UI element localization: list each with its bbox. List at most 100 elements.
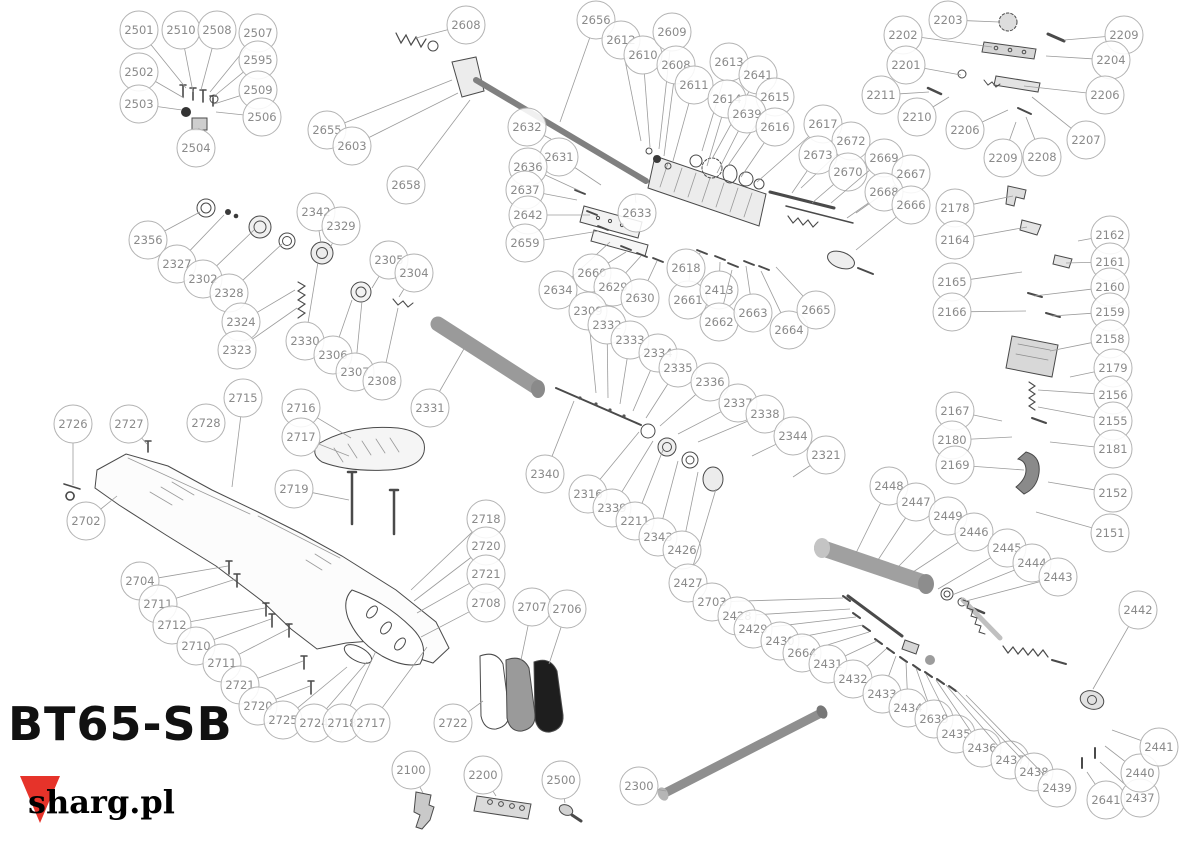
svg-text:2436: 2436	[967, 741, 996, 755]
callout-2329: 2329	[321, 206, 361, 249]
svg-text:2502: 2502	[124, 65, 153, 79]
svg-text:2658: 2658	[391, 178, 420, 192]
trigger-blade	[1015, 451, 1040, 495]
svg-text:2721: 2721	[471, 567, 500, 581]
svg-text:2211: 2211	[866, 88, 895, 102]
sharg-logo: sharg.pl	[20, 776, 175, 823]
cheek-pad	[314, 426, 425, 471]
svg-text:2300: 2300	[624, 779, 653, 793]
callout-2708: 2708	[420, 583, 506, 638]
sharg-logo-text: sharg.pl	[28, 783, 175, 821]
svg-text:2703: 2703	[697, 595, 726, 609]
svg-text:2510: 2510	[166, 23, 195, 37]
svg-text:2340: 2340	[530, 467, 559, 481]
svg-text:2342: 2342	[301, 205, 330, 219]
svg-text:2449: 2449	[933, 509, 962, 523]
svg-text:2717: 2717	[356, 716, 385, 730]
svg-text:2200: 2200	[468, 768, 497, 782]
callout-2611: 2611	[672, 65, 714, 162]
cylinder-tube	[430, 316, 544, 395]
callout-2446: 2446	[912, 512, 994, 573]
svg-text:2302: 2302	[188, 272, 217, 286]
barrel-2300	[658, 708, 826, 799]
svg-text:2724: 2724	[299, 716, 328, 730]
muzzle-brake	[451, 56, 485, 98]
svg-text:2321: 2321	[811, 448, 840, 462]
svg-text:2447: 2447	[901, 495, 930, 509]
callout-2501: 2501	[119, 10, 187, 89]
butt-pad-dark	[533, 659, 564, 733]
svg-text:2629: 2629	[598, 280, 627, 294]
svg-text:2673: 2673	[803, 148, 832, 162]
svg-text:2595: 2595	[243, 53, 272, 67]
callout-2500: 2500	[541, 760, 581, 804]
callout-2200: 2200	[463, 755, 503, 797]
svg-text:2440: 2440	[1125, 766, 1154, 780]
callout-2718: 2718	[322, 650, 377, 743]
svg-text:2338: 2338	[750, 407, 779, 421]
svg-text:2630: 2630	[625, 291, 654, 305]
svg-text:2209: 2209	[988, 151, 1017, 165]
callout-2447: 2447	[877, 482, 936, 561]
callout-2178: 2178	[935, 188, 1014, 228]
callout-2703: 2703	[692, 582, 844, 622]
svg-text:2331: 2331	[415, 401, 444, 415]
callout-2641: 2641	[1086, 771, 1126, 820]
svg-text:2435: 2435	[941, 727, 970, 741]
svg-text:2631: 2631	[544, 150, 573, 164]
callout-2595: 2595	[211, 40, 278, 99]
svg-text:2717: 2717	[286, 430, 315, 444]
svg-text:2443: 2443	[1043, 570, 1072, 584]
callout-2655: 2655	[307, 79, 453, 150]
svg-text:2206: 2206	[950, 123, 979, 137]
callout-2664: 2664	[760, 270, 809, 350]
svg-text:2448: 2448	[874, 479, 903, 493]
svg-text:2655: 2655	[312, 123, 341, 137]
receiver-hatch	[659, 162, 753, 218]
svg-text:2727: 2727	[114, 417, 143, 431]
svg-text:2704: 2704	[125, 574, 154, 588]
svg-text:2344: 2344	[778, 429, 807, 443]
callout-2666: 2666	[855, 185, 931, 251]
callout-2726: 2726	[53, 404, 93, 485]
svg-text:2336: 2336	[695, 375, 724, 389]
svg-text:2211: 2211	[620, 514, 649, 528]
callout-2663: 2663	[733, 265, 773, 333]
svg-text:2156: 2156	[1098, 388, 1127, 402]
svg-text:2446: 2446	[959, 525, 988, 539]
svg-text:2166: 2166	[937, 305, 966, 319]
branding: BT65-SB sharg.pl	[8, 697, 232, 823]
svg-text:2664: 2664	[787, 646, 816, 660]
sling-swivel	[63, 483, 81, 501]
svg-text:2672: 2672	[836, 134, 865, 148]
callout-2603: 2603	[332, 92, 459, 166]
callout-2413: 2413	[699, 261, 739, 310]
svg-text:2181: 2181	[1098, 442, 1127, 456]
callout-2506: 2506	[215, 97, 282, 137]
callout-2508: 2508	[197, 10, 237, 91]
svg-text:2608: 2608	[661, 58, 690, 72]
callout-2164: 2164	[935, 220, 1028, 260]
svg-text:2641: 2641	[1091, 793, 1120, 807]
callout-2179: 2179	[1069, 348, 1133, 388]
svg-text:2328: 2328	[214, 286, 243, 300]
callout-2617: 2617	[756, 104, 843, 183]
callout-2659: 2659	[505, 223, 600, 263]
callout-2716: 2716	[281, 388, 352, 439]
svg-text:2500: 2500	[546, 773, 575, 787]
callout-2707: 2707	[512, 587, 552, 661]
svg-text:2304: 2304	[399, 266, 428, 280]
callout-2658: 2658	[386, 99, 471, 205]
callout-2439: 2439	[965, 694, 1077, 808]
svg-text:2329: 2329	[326, 219, 355, 233]
svg-text:2316: 2316	[573, 487, 602, 501]
callout-2210: 2210	[897, 96, 950, 137]
svg-text:2501: 2501	[124, 23, 153, 37]
callout-2340: 2340	[525, 400, 575, 494]
air-cylinder	[814, 540, 933, 591]
svg-text:2178: 2178	[940, 201, 969, 215]
callout-2321: 2321	[792, 435, 846, 478]
callout-2300: 2300	[619, 766, 667, 806]
svg-text:2719: 2719	[279, 482, 308, 496]
callout-2162: 2162	[1077, 215, 1130, 255]
